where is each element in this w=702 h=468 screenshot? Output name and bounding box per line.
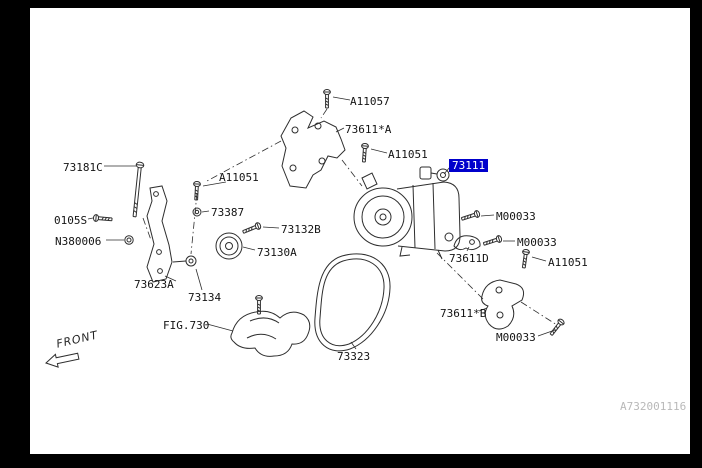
part-label-0105s[interactable]: 0105S: [54, 214, 88, 227]
part-label-73611a[interactable]: 73611*A: [345, 123, 392, 136]
part-label-a11057[interactable]: A11057: [350, 95, 390, 108]
diagram-canvas: [30, 8, 690, 454]
part-label-73623a[interactable]: 73623A: [134, 278, 174, 291]
part-label-73134[interactable]: 73134: [188, 291, 222, 304]
part-label-73387[interactable]: 73387: [211, 206, 245, 219]
part-label-a11051-2[interactable]: A11051: [219, 171, 259, 184]
watermark: A732001116: [620, 400, 687, 413]
part-label-73111-selected[interactable]: 73111: [449, 159, 489, 172]
part-label-m00033-3[interactable]: M00033: [496, 331, 536, 344]
part-label-73323[interactable]: 73323: [337, 350, 371, 363]
part-label-a11051-3[interactable]: A11051: [548, 256, 588, 269]
part-label-m00033-2[interactable]: M00033: [517, 236, 557, 249]
part-label-73181c[interactable]: 73181C: [63, 161, 103, 174]
part-label-73611b[interactable]: 73611*B: [440, 307, 487, 320]
part-label-fig730[interactable]: FIG.730: [163, 319, 210, 332]
part-label-a11051-1[interactable]: A11051: [388, 148, 428, 161]
part-label-73132b[interactable]: 73132B: [281, 223, 321, 236]
part-label-73611d[interactable]: 73611D: [449, 252, 489, 265]
part-label-m00033-1[interactable]: M00033: [496, 210, 536, 223]
part-label-n380006[interactable]: N380006: [55, 235, 102, 248]
part-label-73130a[interactable]: 73130A: [257, 246, 297, 259]
